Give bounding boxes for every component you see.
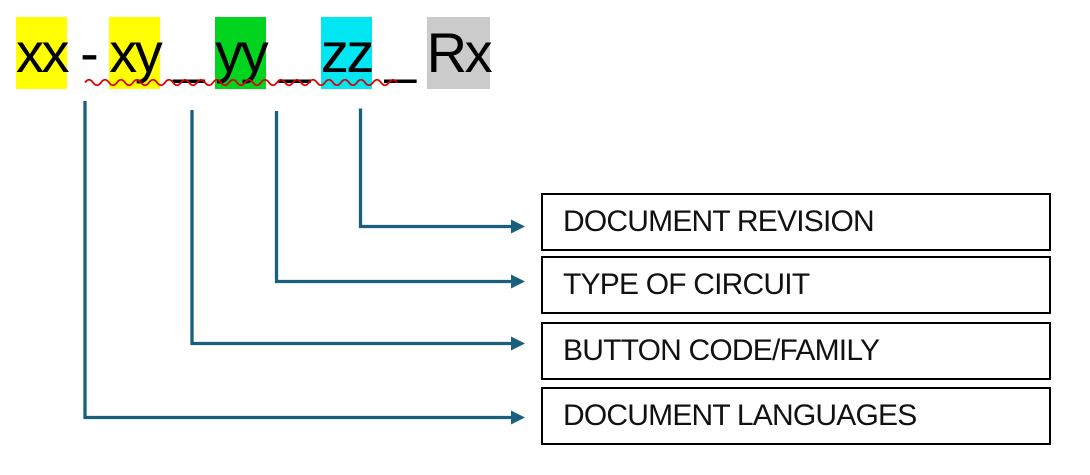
code-segment-zz: zz xyxy=(320,17,374,89)
underscore-separator-3: _ xyxy=(384,21,416,84)
arrowhead-button-code-family xyxy=(511,336,525,351)
callout-label-type-of-circuit: TYPE OF CIRCUIT xyxy=(563,268,810,301)
callout-box-button-code-family: BUTTON CODE/FAMILY xyxy=(541,322,1051,380)
code-segment-rx: Rx xyxy=(426,17,493,89)
arrow-document-revision xyxy=(358,108,512,229)
part-code-line: xx - xy _ yy _ zz _ Rx xyxy=(16,17,493,89)
code-segment-yy: yy xyxy=(215,17,269,89)
callout-box-document-languages: DOCUMENT LANGUAGES xyxy=(541,387,1051,445)
underscore-separator-1: _ xyxy=(173,21,204,84)
callout-label-button-code-family: BUTTON CODE/FAMILY xyxy=(563,334,880,367)
arrowhead-document-languages xyxy=(511,410,525,425)
arrow-document-languages xyxy=(83,101,512,420)
underscore-separator-2: _ xyxy=(279,21,310,84)
callout-box-document-revision: DOCUMENT REVISION xyxy=(541,193,1051,251)
callout-label-document-languages: DOCUMENT LANGUAGES xyxy=(563,399,917,432)
callout-box-type-of-circuit: TYPE OF CIRCUIT xyxy=(541,256,1051,314)
arrowhead-document-revision xyxy=(511,219,525,234)
callout-label-document-revision: DOCUMENT REVISION xyxy=(563,205,875,238)
hyphen-separator: - xyxy=(80,21,99,84)
arrow-type-of-circuit xyxy=(274,111,512,284)
code-segment-xx: xx xyxy=(16,17,70,89)
arrowhead-type-of-circuit xyxy=(511,274,525,289)
arrow-button-code-family xyxy=(190,110,512,346)
code-segment-xy: xy xyxy=(109,17,163,89)
spellcheck-squiggle-icon xyxy=(84,78,398,87)
